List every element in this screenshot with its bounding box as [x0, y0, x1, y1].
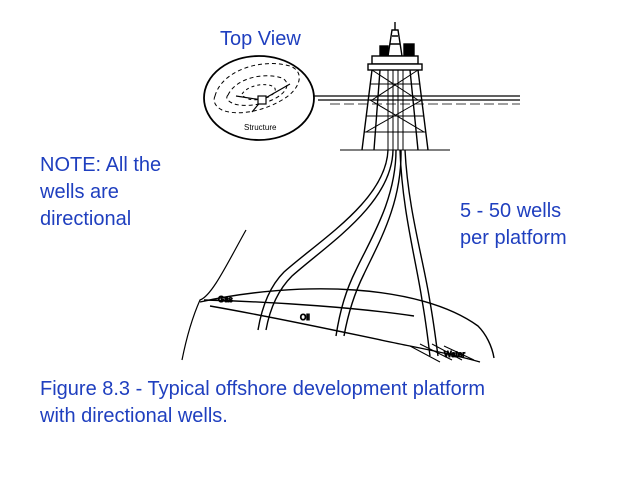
jacket-bracing	[364, 69, 426, 133]
oil-label: Oil	[300, 313, 310, 322]
caption-line: Figure 8.3 - Typical offshore developmen…	[40, 378, 486, 400]
wells-line: per platform	[460, 227, 567, 249]
platform	[340, 22, 450, 151]
derrick-base	[379, 45, 389, 57]
well-left-outer	[257, 149, 389, 331]
gas-label: Gas	[218, 295, 233, 304]
derrick-block	[403, 43, 415, 57]
structure-contour-outer	[213, 63, 300, 114]
note-line: directional	[40, 208, 132, 230]
caption-line: with directional wells.	[40, 405, 228, 427]
water-label: Water	[444, 350, 465, 359]
note-text: NOTE: All the wells are directional	[40, 152, 161, 233]
well-right-inner	[404, 149, 439, 357]
top-view-inset: Structure	[203, 55, 315, 141]
note-line: NOTE: All the	[40, 154, 162, 176]
plan-platform-marker	[257, 95, 267, 105]
gas-top	[199, 288, 495, 359]
derrick	[387, 22, 403, 57]
gas-oil-contact	[203, 299, 415, 317]
structure-label: Structure	[244, 123, 277, 132]
oil-water-contact	[209, 305, 481, 363]
deck-upper	[371, 55, 419, 65]
well-right-outer	[399, 149, 431, 357]
structure-contour-mid	[226, 75, 288, 106]
well-left-inner	[265, 149, 394, 331]
note-line: wells are	[40, 181, 119, 203]
formation-hatching	[409, 343, 475, 363]
figure-caption: Figure 8.3 - Typical offshore developmen…	[40, 376, 485, 430]
top-view-label: Top View	[220, 28, 301, 50]
directional-wells	[257, 149, 439, 357]
wells-per-platform-text: 5 - 50 wells per platform	[460, 198, 567, 252]
subsurface: Gas Oil Water	[181, 229, 495, 363]
well-center-outer	[335, 149, 397, 337]
jacket-legs	[361, 69, 429, 151]
deck-lower	[367, 63, 423, 71]
fault-line	[181, 229, 247, 361]
wells-line: 5 - 50 wells	[460, 200, 562, 222]
conductors	[387, 70, 404, 150]
well-center-inner	[343, 149, 402, 337]
